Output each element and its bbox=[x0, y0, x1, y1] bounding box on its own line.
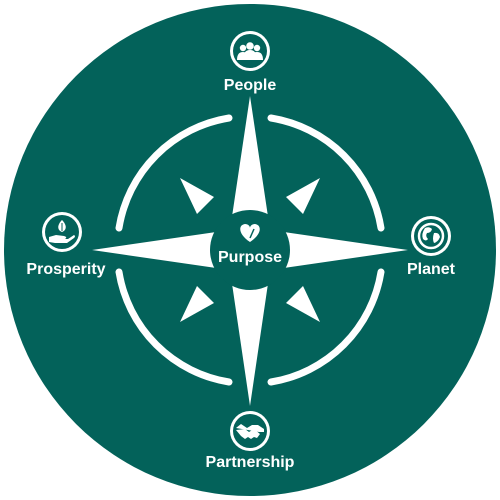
point-label-bottom: Partnership bbox=[205, 454, 295, 471]
point-label-right: Planet bbox=[406, 261, 456, 278]
diagonal-point-top-left bbox=[180, 178, 214, 214]
heart-leaf-icon bbox=[240, 224, 260, 242]
center-label: Purpose bbox=[217, 249, 283, 266]
people-group-icon bbox=[230, 31, 270, 71]
ring-arc-bottom-left bbox=[115, 268, 233, 386]
handshake-icon bbox=[230, 411, 270, 451]
diagonal-points bbox=[180, 178, 320, 322]
diagonal-point-bottom-right bbox=[286, 286, 320, 322]
point-label-left: Prosperity bbox=[26, 261, 106, 278]
diagonal-point-top-right bbox=[286, 178, 320, 214]
diagonal-point-bottom-left bbox=[180, 286, 214, 322]
ring-arc-top-left bbox=[115, 114, 233, 232]
hand-plant-icon bbox=[42, 212, 82, 252]
point-label-top: People bbox=[223, 77, 277, 94]
globe-icon bbox=[411, 216, 451, 256]
inner-ring bbox=[115, 114, 385, 386]
ring-arc-top-right bbox=[267, 114, 385, 232]
center-circle bbox=[210, 210, 290, 290]
ring-arc-bottom-right bbox=[267, 268, 385, 386]
